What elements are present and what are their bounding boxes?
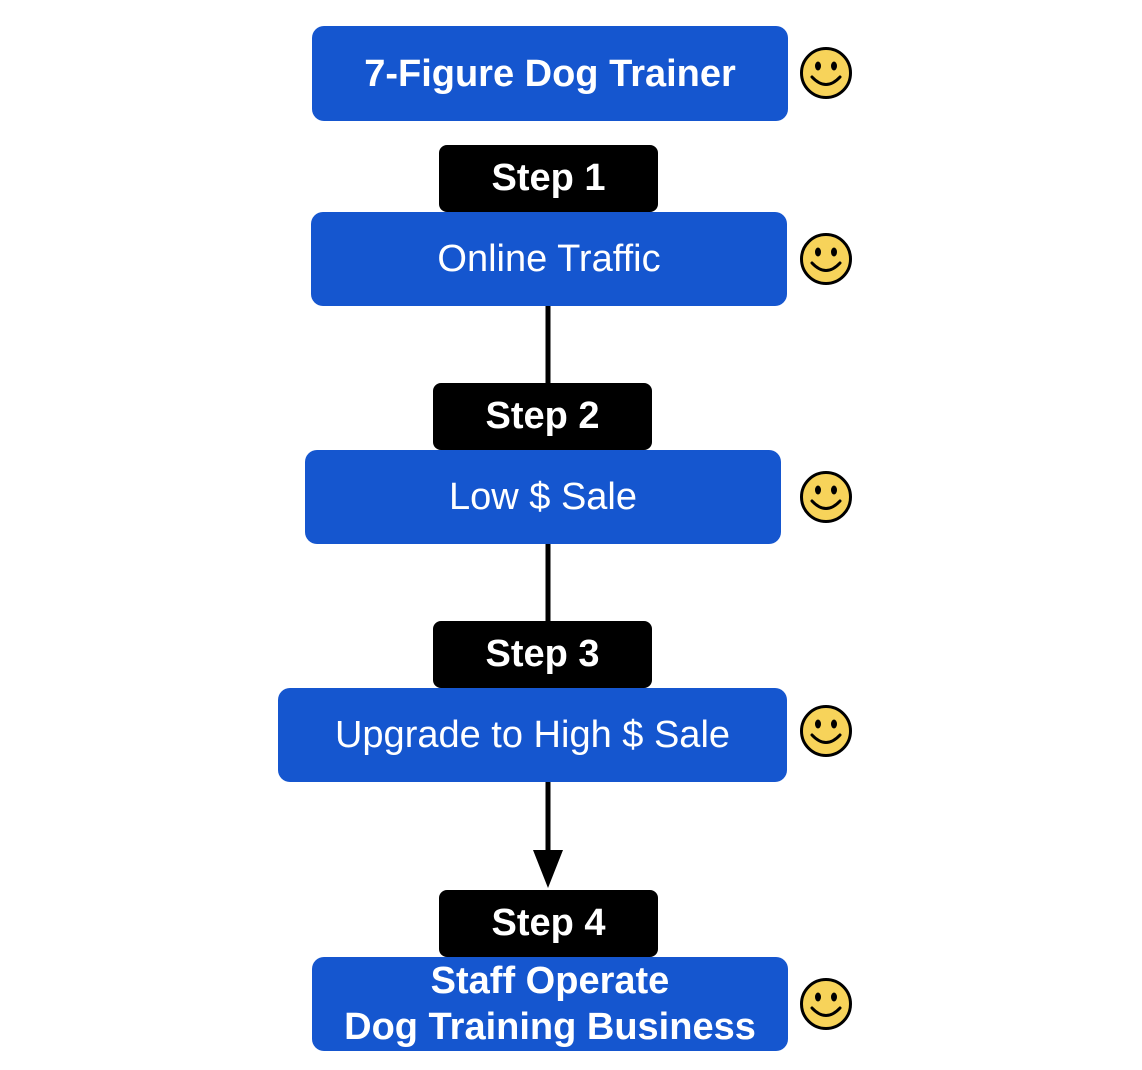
node-low-sale: Low $ Sale	[305, 450, 781, 544]
smiley-face-icon	[800, 233, 852, 285]
node-staff-operate: Staff Operate Dog Training Business	[312, 957, 788, 1051]
node-7-figure-dog-trainer: 7-Figure Dog Trainer	[312, 26, 788, 121]
node-label: Low $ Sale	[448, 476, 637, 518]
smiley-face-icon	[800, 471, 852, 523]
node-label-line-2: Dog Training Business	[344, 1006, 756, 1048]
step-4-label: Step 4	[439, 890, 658, 957]
node-label-line-1: Staff Operate	[430, 960, 670, 1002]
step-2-label: Step 2	[433, 383, 652, 450]
step-3-label: Step 3	[433, 621, 652, 688]
smiley-face-icon	[800, 47, 852, 99]
node-online-traffic: Online Traffic	[311, 212, 787, 306]
node-label: 7-Figure Dog Trainer	[364, 52, 736, 95]
node-upgrade-high-sale: Upgrade to High $ Sale	[278, 688, 787, 782]
smiley-face-icon	[800, 705, 852, 757]
smiley-face-icon	[800, 978, 852, 1030]
step-1-label: Step 1	[439, 145, 658, 212]
node-label: Upgrade to High $ Sale	[334, 714, 731, 756]
node-label: Online Traffic	[437, 238, 661, 280]
arrowhead-icon	[533, 850, 563, 888]
